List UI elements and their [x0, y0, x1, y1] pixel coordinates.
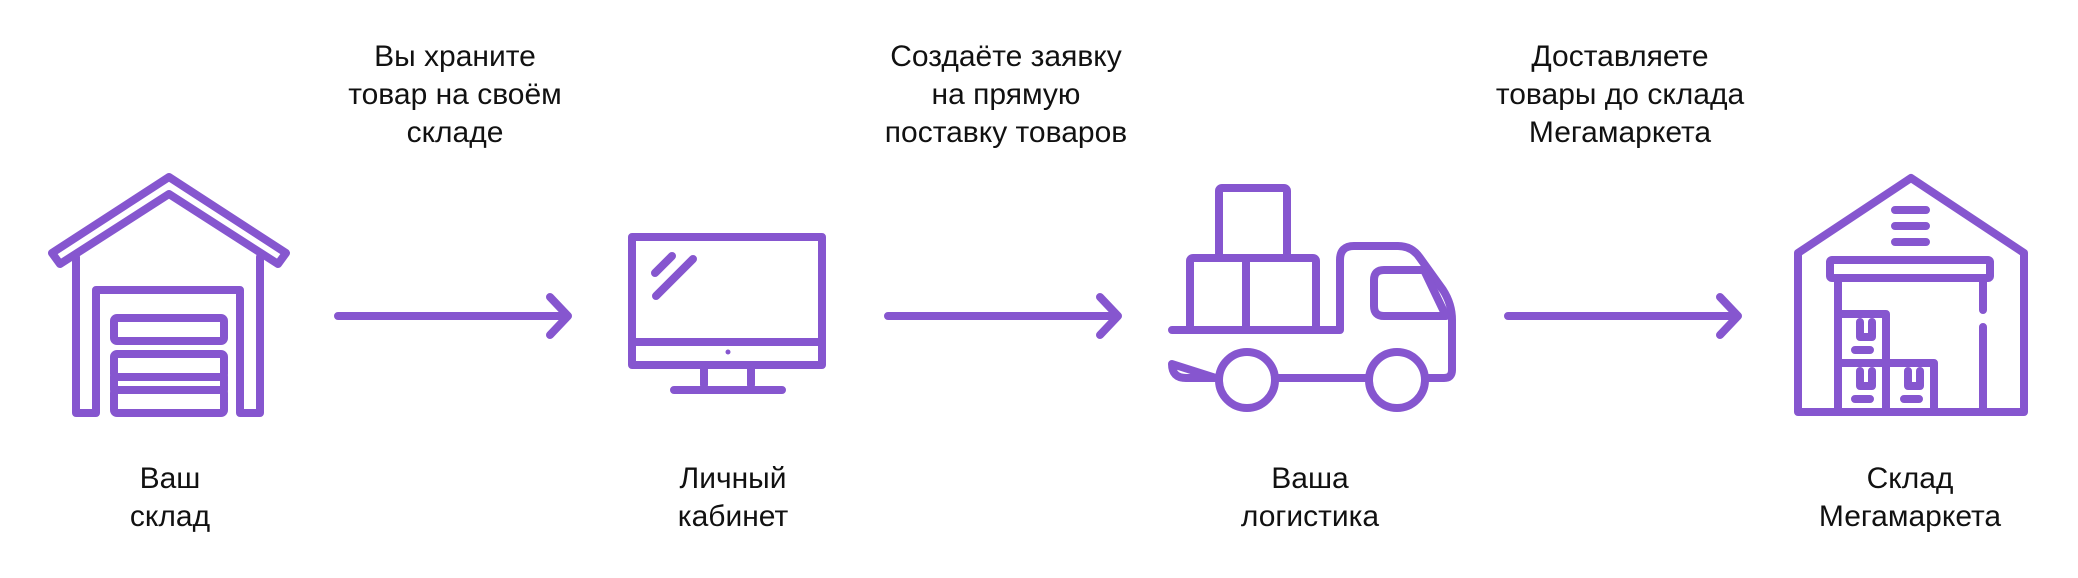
- caption-line: на прямую: [931, 78, 1081, 111]
- step-label-line: логистика: [1240, 500, 1380, 533]
- arrow-right-icon: [334, 293, 572, 339]
- garage-warehouse-icon: [48, 173, 290, 417]
- step-label-line: Склад: [1866, 462, 1954, 495]
- delivery-truck-icon: [1168, 184, 1456, 412]
- caption-line: Создаёте заявку: [890, 40, 1122, 73]
- step-label-line: Ваша: [1271, 462, 1349, 495]
- arrow-right-icon: [1504, 293, 1742, 339]
- arrow-right-icon: [884, 293, 1122, 339]
- step-label-line: Личный: [679, 462, 787, 495]
- step-label-line: кабинет: [677, 500, 789, 533]
- step-label-line: Мегамаркета: [1818, 500, 2002, 533]
- monitor-icon: [628, 233, 826, 394]
- caption-line: товар на своём: [348, 78, 562, 111]
- caption-line: Доставляете: [1531, 40, 1709, 73]
- step-label-line: Ваш: [139, 462, 201, 495]
- marketplace-warehouse-icon: [1794, 174, 2028, 416]
- transition-caption-1: Вы храните товар на своём складе: [348, 38, 562, 152]
- caption-line: Вы храните: [374, 40, 536, 73]
- caption-line: Мегамаркета: [1528, 116, 1712, 149]
- caption-line: поставку товаров: [884, 116, 1128, 149]
- caption-line: товары до склада: [1495, 78, 1745, 111]
- step-label-4: Склад Мегамаркета: [1819, 460, 2001, 536]
- transition-caption-3: Доставляете товары до склада Мегамаркета: [1496, 38, 1744, 152]
- step-label-1: Ваш склад: [130, 460, 210, 536]
- step-label-3: Ваша логистика: [1241, 460, 1379, 536]
- caption-line: складе: [406, 116, 504, 149]
- step-label-line: склад: [129, 500, 211, 533]
- transition-caption-2: Создаёте заявку на прямую поставку товар…: [885, 38, 1127, 152]
- step-label-2: Личный кабинет: [678, 460, 788, 536]
